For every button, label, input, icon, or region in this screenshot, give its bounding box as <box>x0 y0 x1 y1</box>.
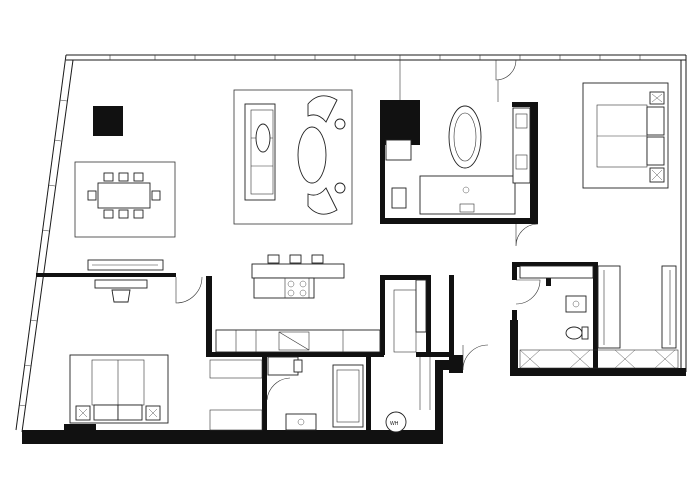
master-bedroom <box>582 82 669 189</box>
utility: WH <box>385 279 431 433</box>
interior-walls <box>36 60 598 432</box>
master-bath <box>385 105 531 215</box>
column <box>93 106 123 136</box>
water-heater-icon <box>385 411 407 433</box>
doors <box>175 59 541 401</box>
powder-room <box>565 295 589 340</box>
water-heater-label: WH <box>390 421 399 427</box>
kitchen <box>215 254 381 353</box>
desk-area <box>87 259 164 303</box>
living-area <box>233 89 353 225</box>
dining-area <box>74 161 176 238</box>
bath-2 <box>267 356 364 431</box>
bedroom-2 <box>69 354 263 431</box>
walk-in-closet <box>519 265 679 369</box>
